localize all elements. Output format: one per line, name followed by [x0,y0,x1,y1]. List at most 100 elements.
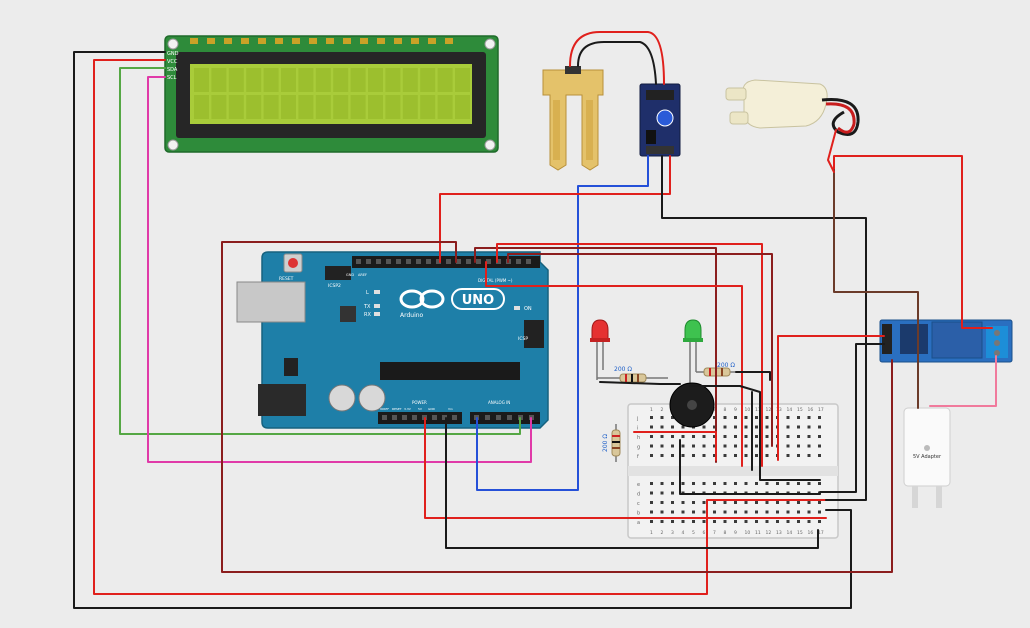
digital-pin-socket [466,259,471,264]
digital-pin-socket [396,259,401,264]
digital-pin-socket [456,259,461,264]
lcd-char-cell [437,68,453,92]
breadboard-col-label: 4 [682,530,685,536]
breadboard-col-label: 7 [713,407,716,413]
wire-sensor-vcc [439,155,671,263]
lcd-char-cell [211,68,227,92]
breadboard-hole [807,435,811,438]
wire-pump-red [833,155,993,329]
lcd-char-cell [263,68,279,92]
breadboard-hole [681,425,685,429]
lcd-header-pin [411,38,419,44]
led-rx-label: RX [364,312,371,318]
breadboard-col-label: 15 [797,530,803,536]
breadboard-hole [786,454,790,457]
breadboard-hole [723,425,727,429]
power-pin-socket [442,415,447,420]
breadboard-hole [755,435,758,438]
power-pin-socket [382,415,387,420]
breadboard-hole [734,482,737,485]
led-tx [374,304,380,308]
breadboard-hole [650,444,653,448]
lcd-char-cell [263,95,279,119]
breadboard-hole [807,416,811,419]
led-tx-label: TX [363,304,371,310]
breadboard-hole [797,454,800,457]
breadboard-hole [692,501,695,504]
breadboard-hole [734,416,737,419]
breadboard-hole [744,425,748,429]
analog-pin-socket [496,415,501,420]
resistor-3-label: 200 Ω [602,434,609,452]
power-pin-socket [412,415,417,420]
breadboard-col-label: 8 [724,407,727,413]
wire-relay-vcc [777,335,885,461]
lcd-header-pin [377,38,385,44]
wire-probe-red [569,31,665,85]
wire-lcd-scl [147,76,532,463]
breadboard-hole [755,520,758,523]
breadboard-hole [765,425,769,429]
wire-bb-jumper-6 [735,371,771,381]
pin-3v3-label: 3.3V [404,407,412,411]
lcd-header-pin [224,38,232,44]
lcd-header-pin [190,38,198,44]
breadboard-hole [765,444,769,448]
breadboard-hole [807,482,811,485]
breadboard-hole [650,482,653,485]
icsp-header [524,320,544,348]
lcd-pin-gnd: GND [167,51,179,57]
lcd-header-pin [326,38,334,44]
breadboard-hole [723,510,727,514]
probe-trace [586,100,593,160]
digital-pin-socket [406,259,411,264]
resistor-2-label: 200 Ω [717,362,735,369]
lcd-header-pins [190,38,453,44]
breadboard-hole [692,520,695,523]
dc-jack [258,384,306,416]
breadboard-hole [681,520,685,523]
soil-sensor-module [639,83,681,157]
breadboard-hole [671,425,674,429]
potentiometer [656,109,674,127]
breadboard-hole [818,416,821,419]
breadboard-hole [818,482,821,485]
aref-label: AREF [358,273,367,277]
digital-pin-socket [426,259,431,264]
breadboard-hole [765,520,769,523]
pin-gnd-label: GND [428,407,436,411]
lcd-char-cell [194,68,209,92]
breadboard-hole [671,510,674,514]
power-label: POWER [412,400,427,405]
breadboard-row-label: a [637,520,640,526]
arduino-brand-text: Arduino [400,312,424,319]
breadboard-col-label: 11 [755,530,761,536]
breadboard-hole [702,520,706,523]
lcd-mount-hole [167,139,179,151]
lcd-header-pin [241,38,249,44]
uno-logo-text: UNO [462,293,495,308]
wire-sensor-gnd [661,155,867,501]
lcd-char-cell [298,95,314,119]
pump-outlet [729,111,749,125]
lcd-char-cell [315,95,331,119]
wire-relay-gnd [819,343,885,493]
breadboard-hole [818,454,821,457]
breadboard-hole [723,501,727,504]
breadboard-hole [818,510,821,514]
lcd-header-pin [258,38,266,44]
wire-bb-jumper-4 [599,381,681,385]
gnd-top-label: GND [346,273,354,277]
breadboard-col-label: 17 [818,407,824,413]
analog-label: ANALOG IN [488,400,510,405]
breadboard-row-label: h [637,435,640,441]
usb-chip [340,306,356,322]
pin-vin-label: Vin [448,407,453,411]
breadboard-hole [650,425,653,429]
buzzer [669,382,715,428]
wire-bb-jumper-5 [689,385,821,481]
lcd-module: GND VCC SDA SCL [164,35,499,153]
lcd-pin-vcc: VCC [167,59,178,65]
breadboard-hole [650,520,653,523]
digital-pin-socket [496,259,501,264]
